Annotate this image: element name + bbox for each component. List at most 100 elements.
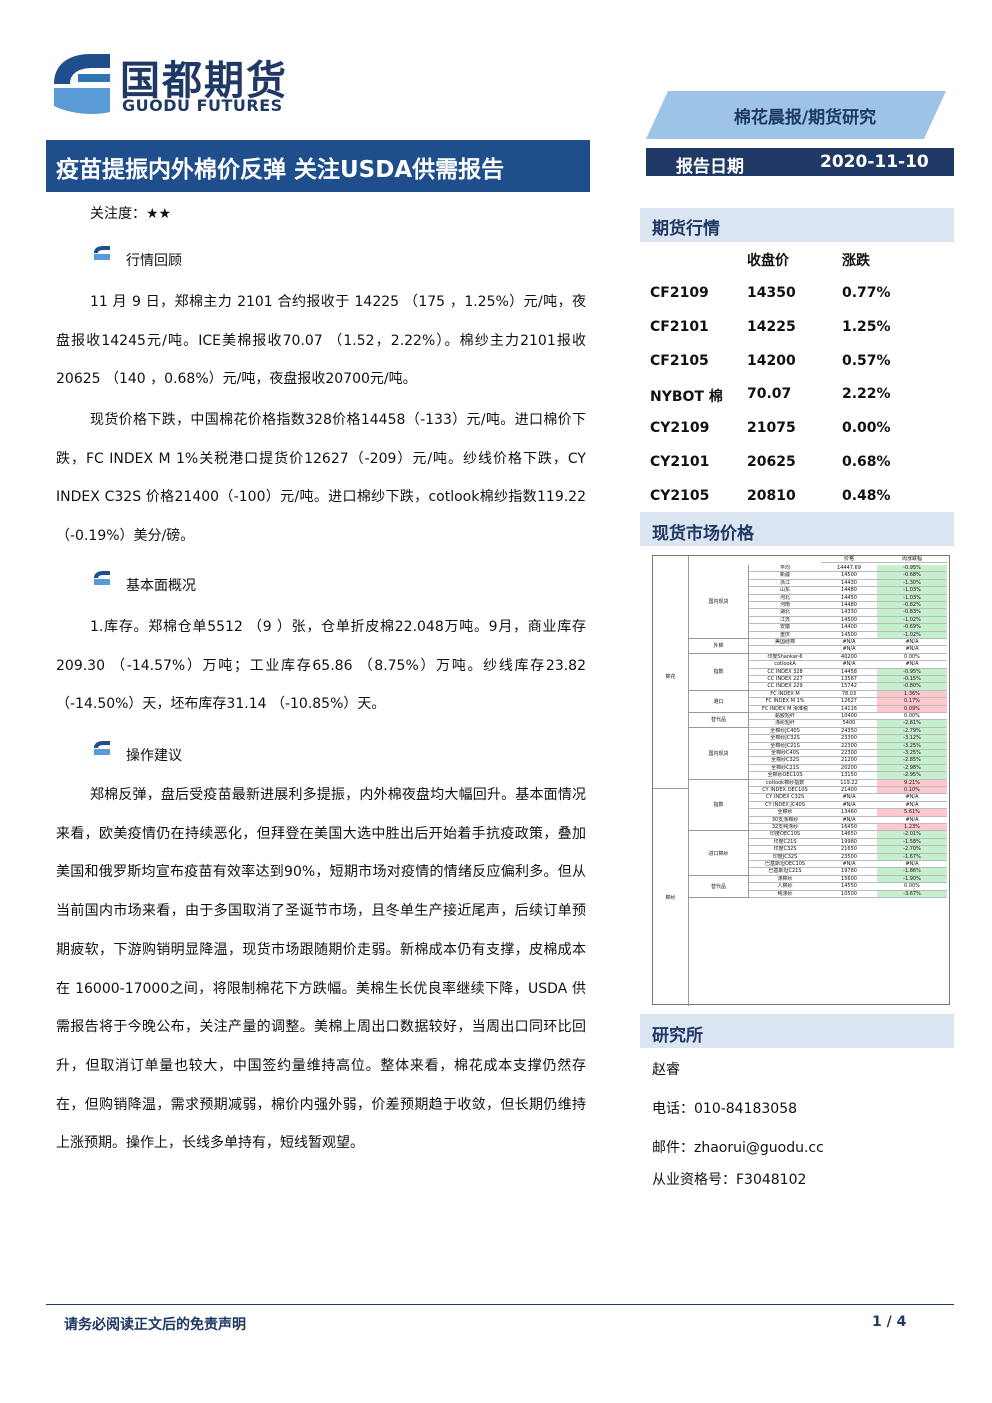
spot-change: 0.10% <box>877 787 947 795</box>
spot-name: 江苏 <box>749 617 821 625</box>
spot-price: 16450 <box>821 824 877 832</box>
spot-name: cotlookA <box>749 661 821 669</box>
spot-name: 全棉纱C40S <box>749 750 821 758</box>
footer-disclaimer: 请务必阅读正文后的免责声明 <box>64 1317 246 1333</box>
spot-row: cotlookA#N/A#N/A <box>749 661 949 669</box>
spot-change: -2.01% <box>877 831 947 839</box>
spot-change: -3.25% <box>877 742 947 750</box>
spot-price: 14650 <box>821 831 877 839</box>
spot-price: 13587 <box>821 676 877 684</box>
spot-subgroup: 指数 <box>689 779 749 832</box>
spot-name: 巴基斯坦C21S <box>749 868 821 876</box>
spot-name: 涤纶短纤 <box>749 720 821 728</box>
futures-change: 0.57% <box>842 352 891 369</box>
spot-name: 全棉纱JC32S <box>749 735 821 743</box>
futures-col-change: 涨跌 <box>842 253 870 269</box>
spot-name: 全棉纱C32S <box>749 757 821 765</box>
spot-name: CC INDEX 229 <box>749 683 821 691</box>
section-title-market-review: 行情回顾 <box>126 253 182 269</box>
spot-name: 32支纯涤纱 <box>749 824 821 832</box>
spot-subgroup: 进口棉纱 <box>689 831 749 876</box>
analyst-email: 邮件：zhaorui@guodu.cc <box>652 1140 824 1156</box>
spot-price: 15742 <box>821 683 877 691</box>
spot-name: 黏胶短纤 <box>749 713 821 721</box>
futures-code: NYBOT 棉 <box>650 389 723 406</box>
futures-code: CY2109 <box>650 420 710 437</box>
spot-price: 13460 <box>821 809 877 817</box>
spot-price: 10500 <box>821 891 877 898</box>
spot-change: #N/A <box>877 817 947 824</box>
section-title-advice: 操作建议 <box>126 748 182 764</box>
spot-name: 人棉纱 <box>749 883 821 891</box>
spot-title: 现货市场价格 <box>652 524 754 544</box>
spot-name: 印度OEC10S <box>749 831 821 839</box>
spot-name: 纯涤纱 <box>749 891 821 898</box>
section-title-fundamentals: 基本面概况 <box>126 578 196 594</box>
spot-name: 全棉纱OEC10S <box>749 772 821 780</box>
spot-change: -2.95% <box>877 772 947 780</box>
futures-close: 20810 <box>747 487 796 504</box>
report-date-label: 报告日期 <box>676 157 744 177</box>
spot-name: CY INDEX OEC10S <box>749 787 821 795</box>
spot-price: 21650 <box>821 846 877 854</box>
futures-close: 14350 <box>747 285 796 301</box>
spot-header-row: 价格周涨跌幅 <box>749 556 949 564</box>
spot-change: -1.03% <box>877 594 947 602</box>
spot-price: 14400 <box>821 624 877 632</box>
spot-change: -2.85% <box>877 757 947 765</box>
spot-name: 全棉纱C21S <box>749 765 821 773</box>
spot-price: 15600 <box>821 876 877 884</box>
spot-price: 14480 <box>821 587 877 595</box>
spot-change: -0.69% <box>877 624 947 632</box>
futures-close: 20625 <box>747 454 796 470</box>
spot-change: -1.86% <box>877 868 947 876</box>
spot-name: CY INDEX JC40S <box>749 802 821 810</box>
fundamentals-paragraph: 1.库存。郑棉仓单5512 （9 ）张，仓单折皮棉22.048万吨。9月，商业库… <box>56 619 586 713</box>
spot-name: 山东 <box>749 587 821 595</box>
spot-change: #N/A <box>877 639 947 647</box>
spot-change: -1.58% <box>877 838 947 847</box>
spot-row: 巴基斯坦OEC10S#N/A#N/A <box>749 861 949 869</box>
footer-divider <box>46 1304 954 1305</box>
spot-change: -1.67% <box>877 853 947 861</box>
spot-change: -3.67% <box>877 890 947 898</box>
spot-change: 0.17% <box>877 698 947 706</box>
analyst-phone: 电话：010-84183058 <box>652 1101 798 1117</box>
spot-change: #N/A <box>877 802 947 810</box>
spot-price: 21400 <box>821 787 877 795</box>
spot-change: -1.90% <box>877 875 947 884</box>
futures-code: CF2105 <box>650 352 709 369</box>
spot-name: 涤棉纱 <box>749 876 821 884</box>
futures-close: 14225 <box>747 318 796 335</box>
spot-name: 新疆 <box>749 572 821 580</box>
spot-price: #N/A <box>821 646 877 654</box>
market-review-paragraph: 现货价格下跌，中国棉花价格指数328价格14458（-133）元/吨。进口棉价下… <box>56 412 586 545</box>
spot-change: 9.21% <box>877 779 947 787</box>
spot-name: 30支涤棉纱 <box>749 817 821 824</box>
spot-name: 巴基斯坦OEC10S <box>749 861 821 869</box>
spot-price: 23300 <box>821 735 877 743</box>
futures-change: 2.22% <box>842 386 891 403</box>
spot-price: 14458 <box>821 669 877 676</box>
spot-price: 14450 <box>821 595 877 602</box>
spot-subgroup: 替代品 <box>689 875 749 898</box>
spot-group-yarn: 棉纱 <box>653 789 689 1005</box>
market-review-paragraph: 11 月 9 日，郑棉主力 2101 合约报收于 14225 （175 ，1.2… <box>56 294 586 388</box>
spot-price: #N/A <box>821 639 877 647</box>
spot-price: 13150 <box>821 772 877 780</box>
research-title: 研究所 <box>652 1026 703 1046</box>
